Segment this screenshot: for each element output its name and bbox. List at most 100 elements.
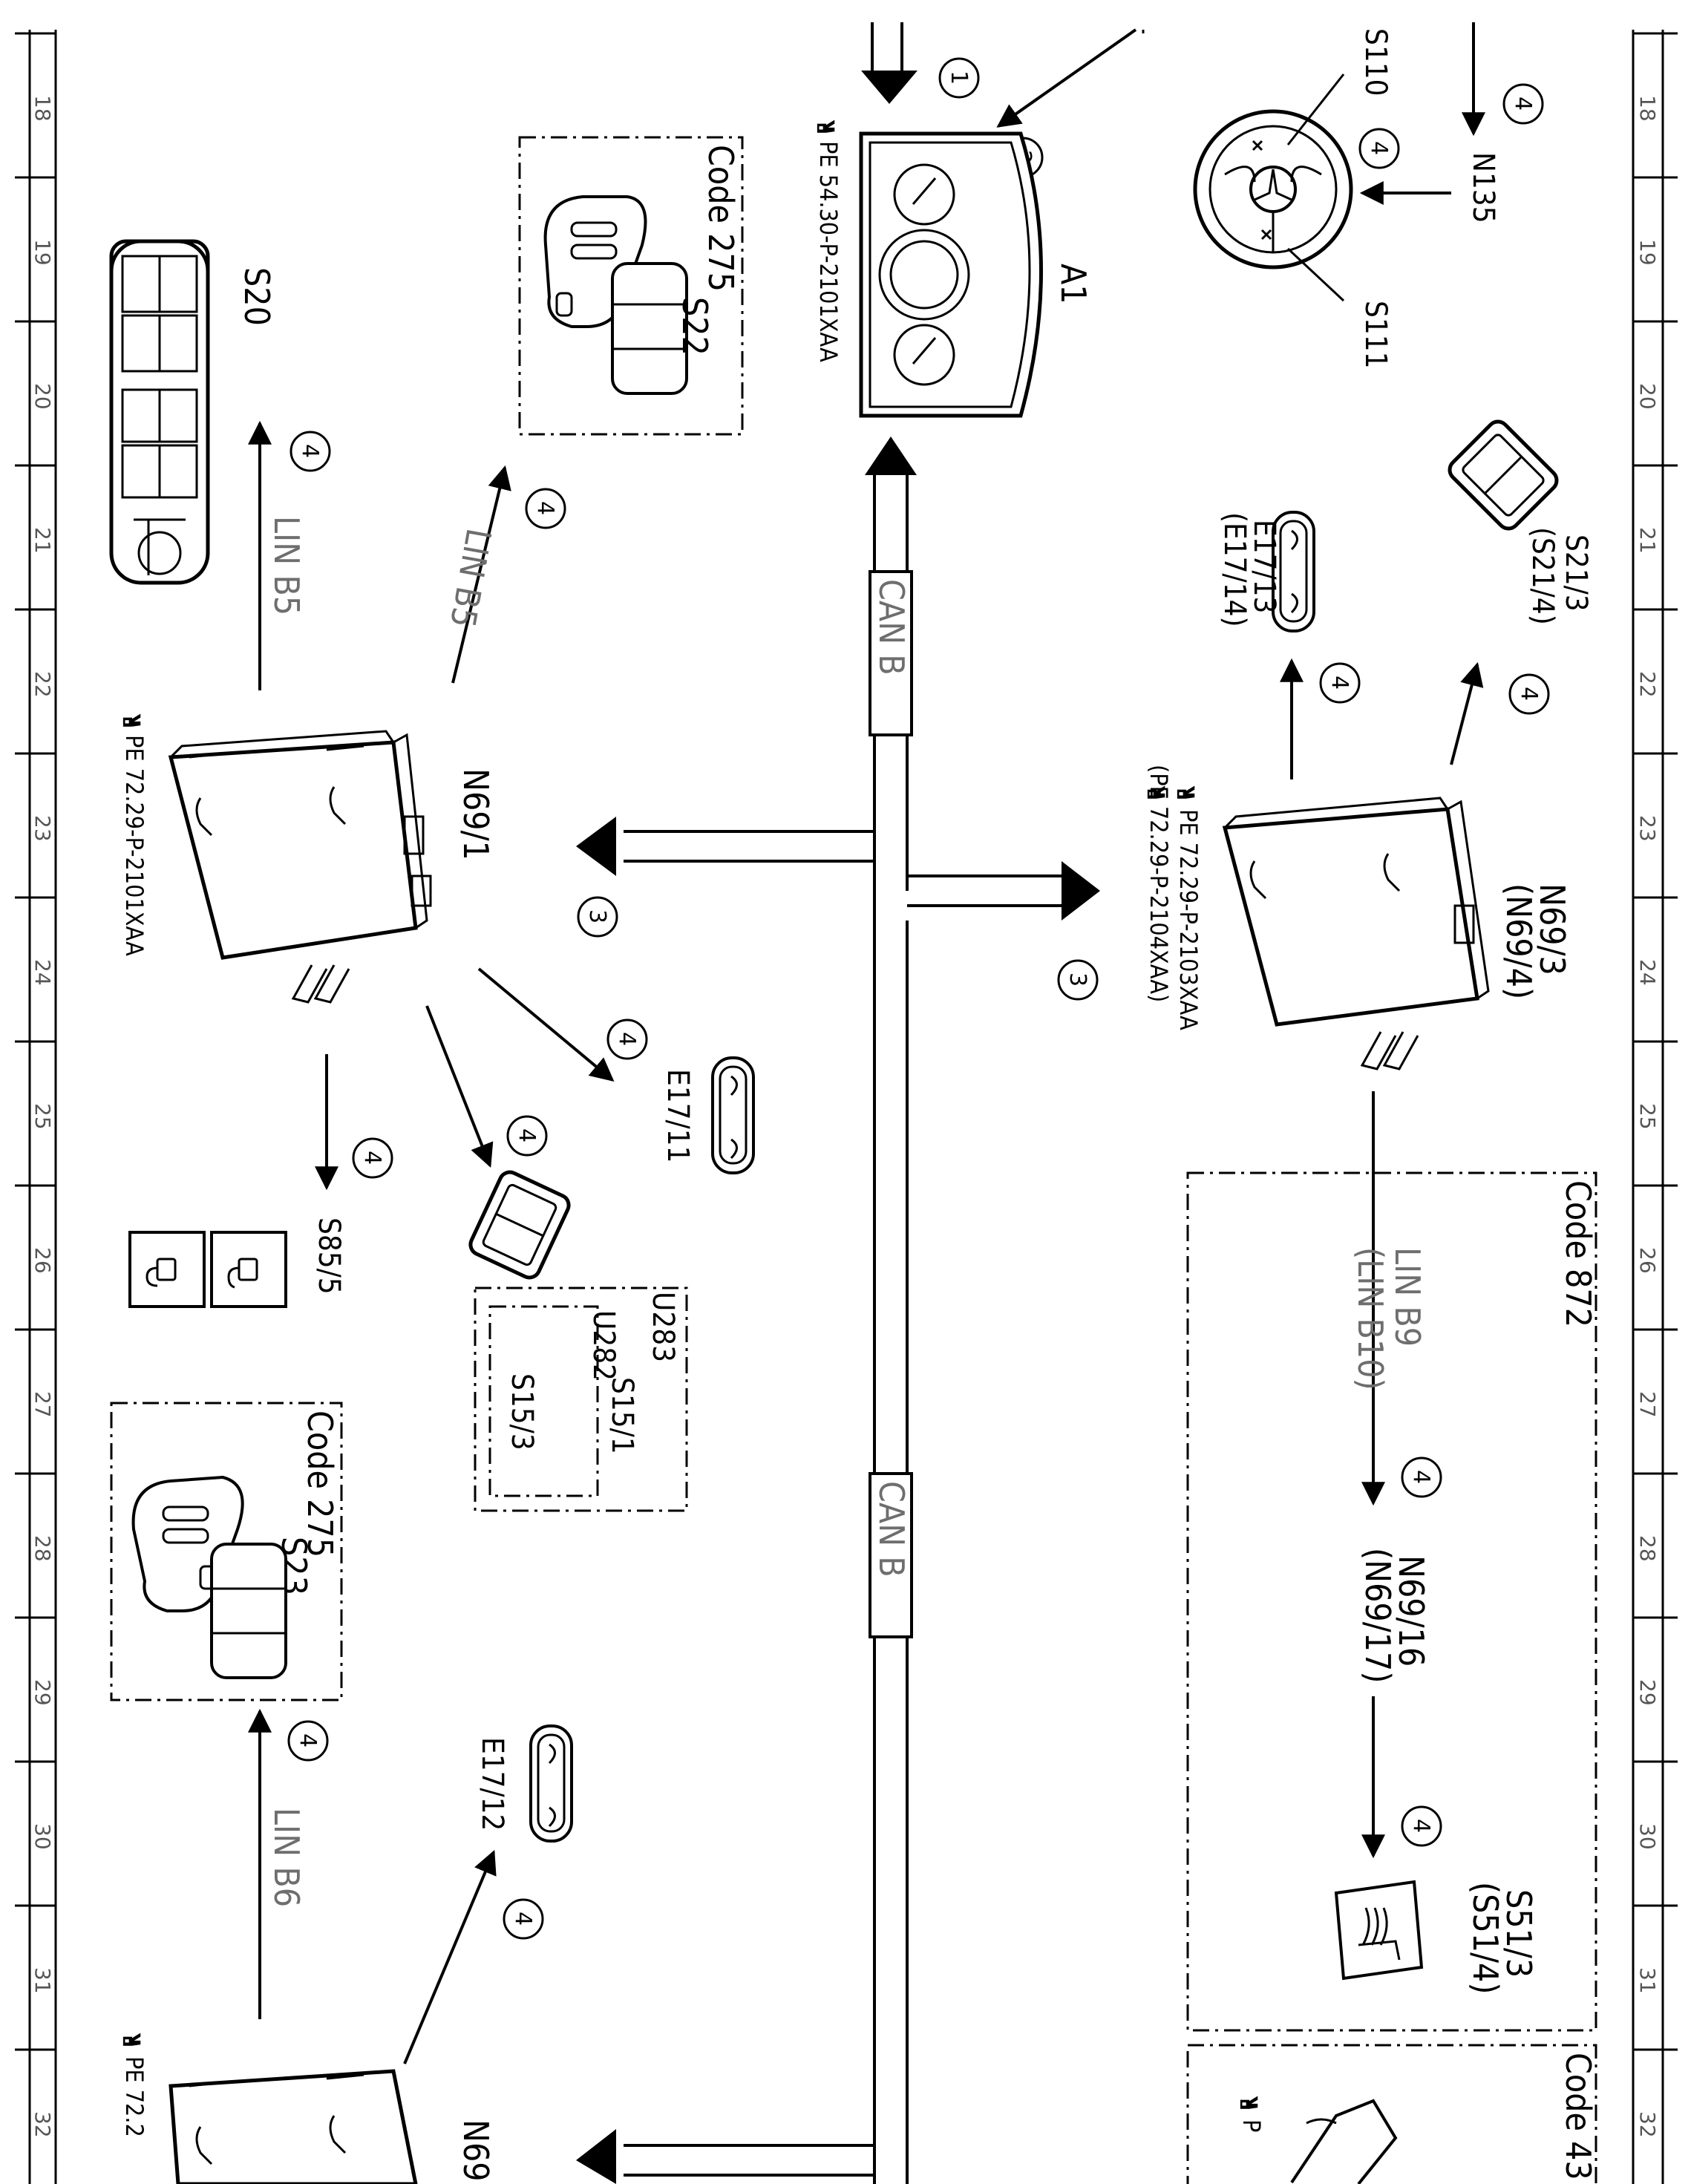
ruler-number-left: 32 <box>30 2111 55 2138</box>
lin-b5-label-s22: LIN B5 <box>442 526 499 630</box>
marker-4: 4 <box>1319 662 1361 704</box>
ruler-number-left: 23 <box>30 815 55 842</box>
ruler-number-right: 24 <box>1635 959 1660 986</box>
s111-label: S111 <box>1358 301 1393 369</box>
s85-5-label: S85/5 <box>312 1217 346 1295</box>
marker-4: 4 <box>503 1898 544 1940</box>
u282-label: U282 <box>586 1310 621 1381</box>
grid-ruler-right <box>1632 30 1664 2184</box>
ruler-number-left: 22 <box>30 671 55 698</box>
pointing-hand-icon <box>817 120 835 133</box>
can-b-label-bottom: CAN B <box>869 1472 913 1638</box>
svg-text:4: 4 <box>532 501 558 515</box>
control-unit-icon <box>1222 797 1490 1070</box>
ruler-number-left: 24 <box>30 959 55 986</box>
svg-text:4: 4 <box>514 1128 540 1142</box>
ruler-number-right: 22 <box>1635 671 1660 698</box>
a1-label: A1 <box>1053 264 1093 304</box>
n69-16-label: N69/16 <box>1391 1555 1431 1667</box>
svg-text:4: 4 <box>1516 687 1542 701</box>
marker-4: 4 <box>1502 83 1544 125</box>
pointing-hand-icon <box>122 713 141 727</box>
s51-4-label: (S51/4) <box>1465 1882 1505 1995</box>
svg-text:4: 4 <box>510 1912 536 1926</box>
n69-3-label: N69/3 <box>1532 883 1572 975</box>
svg-text:3: 3 <box>1064 972 1090 987</box>
can-b-text: CAN B <box>871 579 912 676</box>
marker-4: 4 <box>352 1137 393 1179</box>
ruler-number-left: 31 <box>30 1967 55 1994</box>
svg-text:1: 1 <box>946 71 972 85</box>
s15-1-label: S15/1 <box>605 1377 639 1454</box>
ruler-number-left: 19 <box>30 239 55 266</box>
seat-adjust-switch-icon <box>543 195 688 395</box>
lin-b6-label: LIN B6 <box>266 1808 307 1907</box>
reading-lamp-icon <box>529 1724 573 1843</box>
e17-13-label: E17/13 <box>1247 520 1281 613</box>
can-b-label-top: CAN B <box>869 570 913 736</box>
marker-4: 4 <box>506 1115 548 1157</box>
s110-label: S110 <box>1358 28 1393 97</box>
n69-3-reference-1: PE 72.29-P-2103XAA <box>1174 809 1203 1030</box>
n69-bottom-reference: PE 72.2 <box>120 2056 148 2137</box>
marker-4: 4 <box>1358 128 1400 169</box>
n69-1-reference: PE 72.29-P-2101XAA <box>120 735 148 956</box>
marker-4: 4 <box>287 1720 329 1762</box>
svg-text:4: 4 <box>359 1151 385 1165</box>
control-unit-icon <box>169 2069 418 2184</box>
code-275-top-label: Code 275 <box>701 145 741 292</box>
instrument-cluster-icon <box>859 131 1043 418</box>
marker-4: 4 <box>525 488 566 529</box>
reading-lamp-icon <box>1272 511 1315 632</box>
ruler-number-right: 23 <box>1635 815 1660 842</box>
ruler-number-right: 29 <box>1635 1679 1660 1706</box>
ruler-number-left: 28 <box>30 1535 55 1562</box>
u283-box <box>474 1286 688 1512</box>
marker-3: 3 <box>1057 959 1099 1001</box>
code-bottom-label: Code 43 <box>1558 2053 1598 2180</box>
unlock-icon <box>227 1258 258 1289</box>
pointing-hand-icon <box>1240 2096 1258 2109</box>
reading-lamp-icon <box>711 1056 755 1174</box>
s20-label: S20 <box>237 267 277 326</box>
ruler-number-right: 26 <box>1635 1247 1660 1274</box>
svg-text:4: 4 <box>1408 1470 1434 1484</box>
grid-ruler-left <box>28 30 57 2184</box>
svg-text:4: 4 <box>1510 97 1536 111</box>
ruler-number-right: 31 <box>1635 1967 1660 1994</box>
s51-3-label: S51/3 <box>1499 1889 1539 1978</box>
lin-b9-label: LIN B9 <box>1387 1247 1427 1347</box>
ruler-number-left: 30 <box>30 1823 55 1850</box>
svg-text:4: 4 <box>1327 676 1353 690</box>
ruler-number-left: 29 <box>30 1679 55 1706</box>
n69-4-label: (N69/4) <box>1499 883 1539 999</box>
code-275-top-box <box>518 136 744 436</box>
ruler-number-right: 32 <box>1635 2111 1660 2138</box>
e17-12-label: E17/12 <box>475 1737 509 1831</box>
ruler-number-right: 25 <box>1635 1103 1660 1130</box>
n69-17-label: (N69/17) <box>1358 1548 1398 1684</box>
pointing-hand-icon <box>1177 785 1195 799</box>
marker-4: 4 <box>1508 673 1550 715</box>
code-275-bottom-label: Code 275 <box>300 1410 340 1557</box>
svg-text:4: 4 <box>297 444 323 458</box>
ruler-number-right: 27 <box>1635 1391 1660 1418</box>
can-b-text: CAN B <box>871 1481 912 1577</box>
steering-wheel-icon <box>1193 109 1353 269</box>
rocker-switch-icon <box>1448 419 1559 531</box>
marker-3: 3 <box>577 896 618 938</box>
marker-4: 4 <box>1401 1805 1442 1847</box>
lin-b10-label: (LIN B10) <box>1350 1247 1390 1390</box>
svg-text:3: 3 <box>584 909 610 923</box>
s21-3-label: S21/3 <box>1559 534 1593 612</box>
control-unit-icon <box>168 730 432 1004</box>
u282-box <box>488 1305 599 1497</box>
svg-text:4: 4 <box>295 1733 321 1747</box>
n69-3-reference-2: (PE 72.29-P-2104XAA) <box>1145 765 1173 1002</box>
svg-text:4: 4 <box>1408 1819 1434 1833</box>
ruler-number-left: 25 <box>30 1103 55 1130</box>
ruler-number-right: 30 <box>1635 1823 1660 1850</box>
code-872-label: Code 872 <box>1558 1180 1598 1327</box>
e17-14-label: (E17/14) <box>1217 512 1252 627</box>
